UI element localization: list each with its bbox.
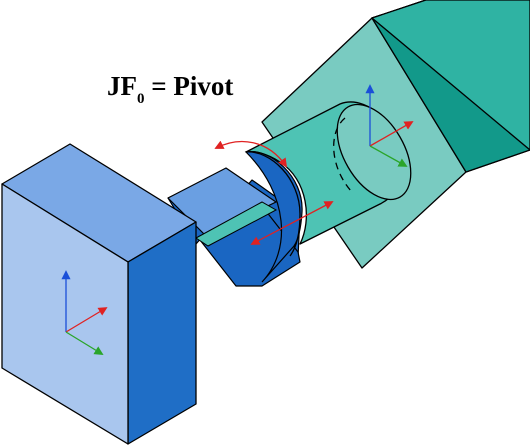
base-x-axis-icon [65,307,108,333]
diagram-title: JF0 = Pivot [107,71,233,107]
axial-arrow-icon [250,201,334,245]
end-block-top-face [371,0,530,151]
base-block-side [127,221,197,445]
base-block [1,143,197,445]
end-x-axis-icon [369,121,414,147]
base-block-front [1,183,129,445]
end-frame-axes [365,84,414,167]
joint-cylinder-hidden-edge [333,117,353,193]
base-y-axis-icon [65,331,104,355]
end-y-axis-icon [369,145,408,167]
joint-cylinder-face [336,103,412,201]
rotation-arrow-icon [214,140,288,168]
base-frame-axes [61,270,108,355]
